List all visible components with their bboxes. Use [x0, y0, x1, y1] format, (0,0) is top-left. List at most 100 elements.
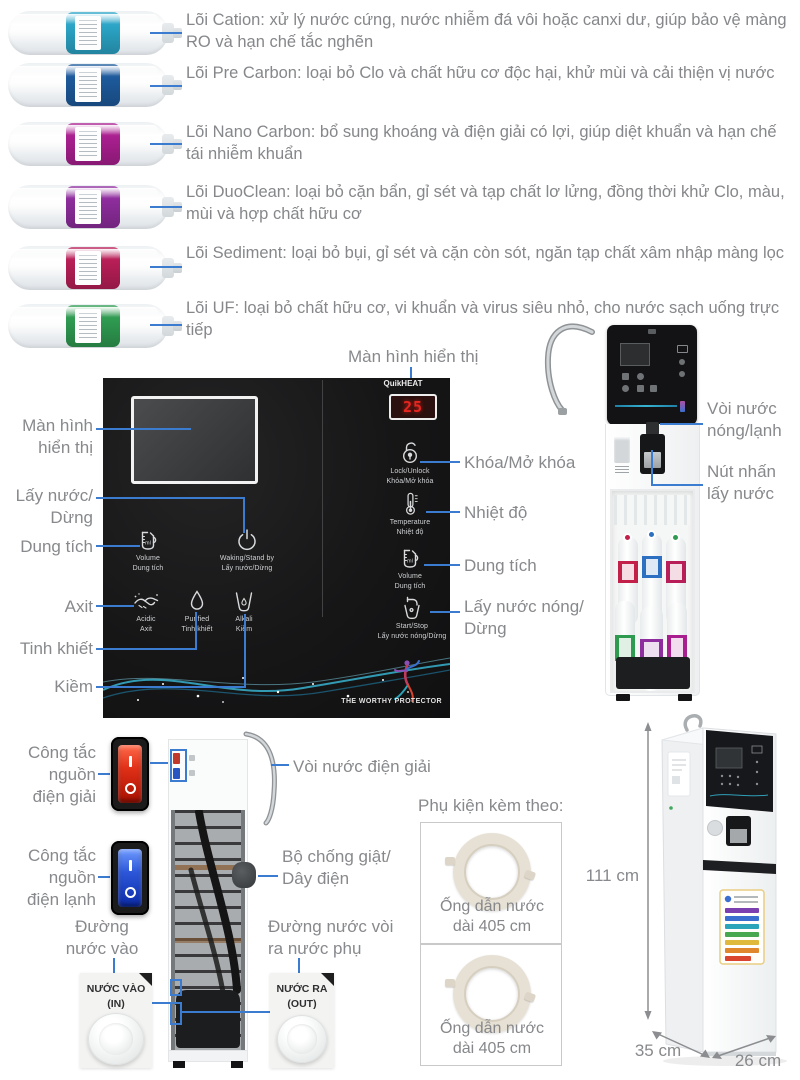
mini-key-icon [637, 385, 644, 392]
key-label-en: Start/Stop [395, 623, 429, 630]
brand-logo [648, 329, 656, 334]
leader-line [426, 511, 460, 513]
mini-key-icon [679, 359, 685, 365]
dimension-depth: 35 cm [634, 1041, 682, 1060]
key-label-vi: Dung tích [394, 582, 426, 590]
leader-line [424, 564, 460, 566]
alkali-key[interactable]: Alkali Kiềm [209, 588, 279, 635]
key-label-vi: Dung tích [132, 564, 164, 572]
back-switch-red[interactable] [173, 753, 180, 764]
filter-cartridge-pre-carbon [8, 63, 182, 107]
leader-line [96, 686, 246, 688]
cooling-power-switch[interactable] [111, 841, 149, 915]
leader-line [150, 85, 182, 87]
thermometer-icon [405, 492, 418, 515]
key-label-en: Alkali [209, 615, 279, 625]
label-display-screen: Màn hình hiển thị [22, 416, 93, 457]
measuring-cup-icon: ml [403, 549, 419, 568]
switch-off-mark [124, 887, 136, 898]
accessory-box-1: Ống dẫn nước dài 405 cm [420, 822, 562, 944]
switch-on-mark [128, 860, 132, 871]
key-label-vi: Nhiệt độ [396, 528, 424, 536]
mini-wave [615, 405, 677, 407]
inlet-knob [88, 1013, 144, 1065]
blue-rocker [118, 849, 142, 907]
leader-line [96, 605, 134, 607]
filter-gloss [11, 188, 158, 198]
leader-line [98, 876, 110, 878]
accessory-box-2: Ống dẫn nước dài 405 cm [420, 944, 562, 1066]
filter-description-sediment: Lõi Sediment: loại bỏ bụi, gỉ sét và cặn… [186, 244, 785, 262]
mini-display-icon [677, 345, 688, 353]
label-acid: Axit [64, 597, 93, 616]
label-display-screen-top: Màn hình hiển thị [348, 347, 479, 366]
filter-gloss [11, 307, 158, 317]
key-label-en: Volume [398, 573, 422, 580]
filter-band [642, 556, 662, 578]
electrolysis-power-switch[interactable] [111, 737, 149, 811]
dancer-figure [394, 660, 420, 702]
alkali-cup-icon [235, 592, 253, 612]
label-temperature: Nhiệt độ [464, 503, 528, 522]
label-hot-cold-faucet: Vòi nước nóng/lạnh [707, 399, 782, 440]
dimension-height: 111 cm [585, 866, 639, 885]
back-switch-blue[interactable] [173, 768, 180, 779]
filter-description-duoclean: Lõi DuoClean: loại bỏ cặn bẩn, gỉ sét và… [186, 183, 785, 223]
key-label-vi: Lấy nước/Dừng [221, 564, 273, 572]
corner-fold [321, 973, 334, 986]
compartment-base [616, 657, 690, 689]
hot-cold-faucet[interactable] [646, 422, 659, 435]
volume-key-right[interactable]: ml Volume Dung tích [370, 544, 450, 592]
leader-line [660, 423, 703, 425]
dispenser-foot [616, 694, 630, 701]
dispenser-filter-compartment [610, 489, 695, 693]
leader-line [298, 958, 300, 973]
top-hose [683, 714, 703, 732]
mini-key-icon [622, 373, 629, 380]
lock-unlock-key[interactable]: Lock/Unlock Khóa/Mở khóa [370, 438, 450, 487]
start-stop-key[interactable]: Start/Stop Lấy nước nóng/Dừng [362, 593, 462, 642]
product-panel [706, 730, 773, 812]
key-label-en: Lock/Unlock [390, 468, 430, 475]
quikheat-display: 25 [389, 394, 437, 420]
electrolysis-hose [544, 323, 595, 415]
dispenser-foot [678, 694, 692, 701]
water-out-callout: NƯỚC RA (OUT) [270, 973, 334, 1068]
water-in-text: NƯỚC VÀO (IN) [86, 983, 146, 1011]
lock-icon [402, 442, 418, 464]
label-volume: Dung tích [20, 537, 93, 556]
leader-line [150, 143, 182, 145]
filter-cap [647, 530, 656, 539]
label-water-inlet: Đường nước vào [65, 917, 139, 958]
leader-line [150, 32, 182, 34]
mini-key-icon [622, 385, 629, 392]
filter-nub [173, 263, 182, 273]
filter-label-sticker [75, 127, 101, 161]
panel-divider [322, 380, 323, 617]
filter-band [618, 561, 638, 583]
leader-line [651, 450, 653, 486]
key-label-en: Waking/Stand by [219, 555, 275, 562]
volume-key-left[interactable]: ml Volume Dung tích [113, 526, 183, 574]
svg-text:ml: ml [145, 541, 151, 547]
dimension-arrows [647, 729, 771, 1057]
filter-band [615, 635, 635, 661]
mini-screen [620, 343, 650, 366]
water-out-text: NƯỚC RA (OUT) [276, 983, 328, 1011]
tubing-area [614, 495, 690, 525]
machine-base [168, 1050, 248, 1062]
mini-key-icon [650, 385, 657, 392]
dimension-width: 26 cm [734, 1051, 782, 1070]
filter-cap [671, 533, 680, 542]
key-label-vi: Lấy nước nóng/Dừng [377, 632, 447, 640]
label-electrolysis-power-switch: Công tắc nguồn điện giải [27, 743, 96, 806]
temperature-key[interactable]: Temperature Nhiệt độ [370, 490, 450, 538]
acidic-key[interactable]: Acidic Axit [111, 588, 181, 635]
svg-text:ml: ml [407, 559, 413, 565]
label-dispense-button: Nút nhấn lấy nước [707, 462, 776, 503]
mini-dancer [680, 401, 685, 412]
waking-standby-key[interactable]: Waking/Stand by Lấy nước/Dừng [202, 526, 292, 574]
accessory-label: Ống dẫn nước dài 405 cm [440, 898, 544, 935]
switch-off-mark [124, 783, 136, 794]
leader-line [150, 324, 182, 326]
